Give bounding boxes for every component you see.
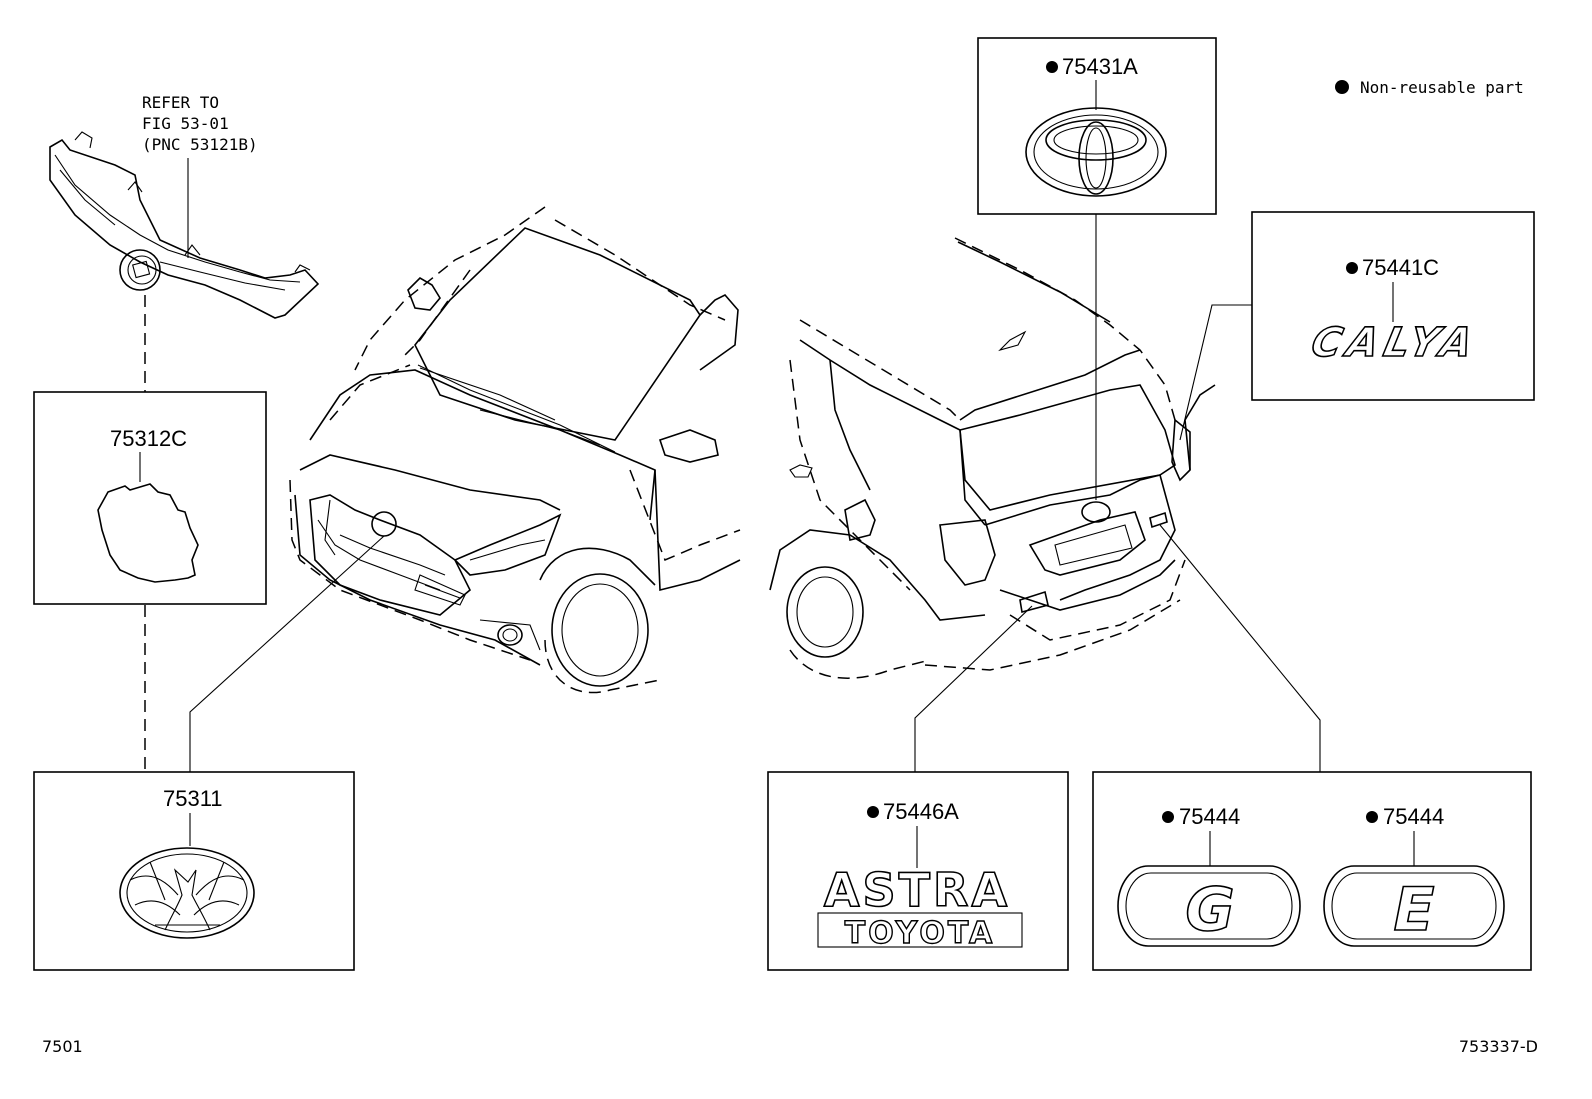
part-number-75444-g: 75444 — [1179, 804, 1240, 829]
grade-g-emblem-text: G — [1185, 875, 1234, 945]
part-number-75311: 75311 — [163, 786, 223, 811]
part-number-75431A: 75431A — [1062, 54, 1138, 79]
radiator-grille-drawing — [49, 131, 320, 319]
astra-emblem-text: ASTRA — [824, 863, 1010, 917]
footer-left-code: 7501 — [42, 1037, 83, 1056]
non-reusable-bullet-icon — [1335, 80, 1349, 94]
part-number-75312C: 75312C — [110, 426, 187, 451]
non-reusable-bullet-icon — [1366, 811, 1378, 823]
front-vehicle-drawing — [189, 206, 741, 772]
part-number-75446A: 75446A — [883, 799, 959, 824]
grade-e-emblem-text: E — [1394, 875, 1435, 945]
legend: Non-reusable part — [1335, 78, 1524, 97]
grade-g-emblem-drawing: G — [1117, 865, 1301, 947]
calya-emblem-text: CALYA — [1307, 318, 1483, 365]
part-number-75444-e: 75444 — [1383, 804, 1444, 829]
refer-note-line1: REFER TO — [142, 93, 219, 112]
part-box-75444: 75444 G 75444 E — [1092, 771, 1532, 971]
refer-note-line3: (PNC 53121B) — [142, 135, 258, 154]
refer-to-note: REFER TO FIG 53-01 (PNC 53121B) — [142, 93, 258, 258]
part-number-75441C: 75441C — [1362, 255, 1439, 280]
grade-e-emblem-drawing: E — [1323, 865, 1505, 947]
non-reusable-bullet-icon — [1046, 61, 1058, 73]
emblem-spacer-drawing — [97, 483, 199, 583]
leader-line-75446A — [914, 605, 1033, 772]
part-box-75431A: 75431A — [977, 37, 1217, 500]
part-box-75441C: 75441C CALYA — [1179, 211, 1535, 441]
rear-vehicle-drawing — [769, 237, 1321, 772]
footer-right-code: 753337-D — [1459, 1037, 1538, 1056]
part-box-75446A: 75446A ASTRA TOYOTA — [767, 771, 1069, 971]
leader-line-75444 — [1159, 524, 1321, 772]
non-reusable-bullet-icon — [867, 806, 879, 818]
legend-text: Non-reusable part — [1360, 78, 1524, 97]
toyota-emblem-text: TOYOTA — [845, 916, 995, 951]
non-reusable-bullet-icon — [1346, 262, 1358, 274]
front-emblem-drawing — [119, 847, 255, 939]
leader-line-75311 — [189, 535, 385, 772]
part-box-75312C: 75312C — [33, 391, 267, 605]
part-box-75311: 75311 — [33, 771, 355, 971]
toyota-logo-emblem-drawing — [1025, 107, 1167, 197]
refer-note-line2: FIG 53-01 — [142, 114, 229, 133]
non-reusable-bullet-icon — [1162, 811, 1174, 823]
